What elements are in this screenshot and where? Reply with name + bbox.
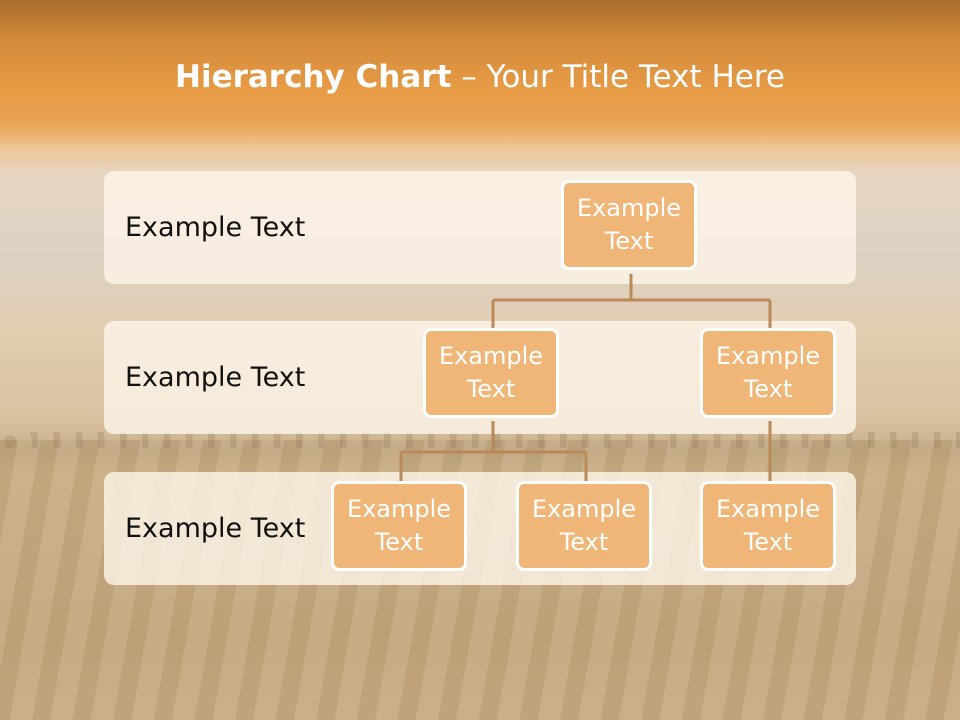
band-label-1: Example Text — [125, 212, 306, 243]
band-label-2: Example Text — [125, 362, 306, 393]
node-level2-right[interactable]: Example Text — [700, 328, 836, 418]
node-level2-left[interactable]: Example Text — [423, 328, 559, 418]
title-rest: – Your Title Text Here — [451, 59, 785, 95]
node-root[interactable]: Example Text — [561, 180, 697, 270]
page-title: Hierarchy Chart – Your Title Text Here — [0, 55, 960, 99]
node-level3-middle[interactable]: Example Text — [516, 481, 652, 571]
title-bold: Hierarchy Chart — [175, 59, 452, 95]
background-treeline — [0, 432, 960, 448]
band-label-3: Example Text — [125, 513, 306, 544]
connector-left-to-level3 — [399, 421, 588, 482]
level-band-1: Example Text — [104, 171, 856, 284]
node-level3-right[interactable]: Example Text — [700, 481, 836, 571]
connector-root-to-level2 — [491, 274, 772, 330]
node-level3-left[interactable]: Example Text — [331, 481, 467, 571]
